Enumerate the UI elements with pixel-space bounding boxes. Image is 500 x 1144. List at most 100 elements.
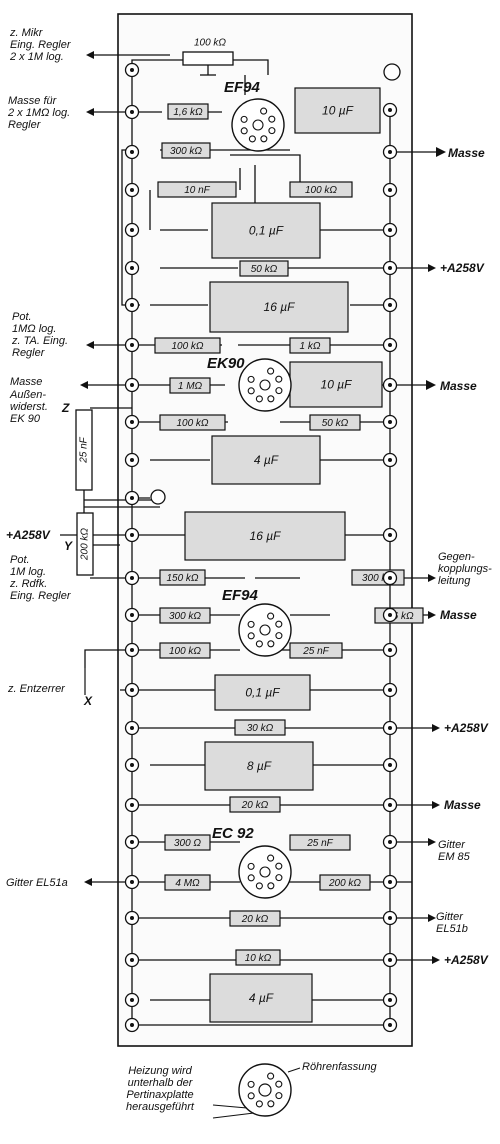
component-r4: 50 kΩ — [239, 260, 289, 277]
component-c4: 16 µF — [209, 281, 349, 333]
label-y: Y — [64, 539, 73, 553]
component-value: 8 µF — [247, 759, 272, 773]
component-r14: 1,6 kΩ — [374, 607, 424, 624]
label-masse4: Masse — [444, 798, 481, 812]
label-pot-rdfk: Pot.1M log.z. Rdfk.Eing. Regler — [9, 554, 72, 602]
component-value: 300 kΩ — [169, 611, 201, 622]
component-c8: 16 µF — [184, 511, 346, 561]
component-value: 100 kΩ — [171, 341, 203, 352]
component-r16: 30 kΩ — [234, 719, 286, 736]
component-c13: 4 µF — [209, 973, 313, 1023]
label-pot-ta: Pot.1MΩ log.z. TA. Eing.Regler — [11, 311, 68, 359]
component-value: 50 kΩ — [322, 418, 349, 429]
component-c3: 0,1 µF — [211, 202, 321, 259]
component-r17: 20 kΩ — [229, 796, 281, 813]
left-vertical-components: 25 nF 200 kΩ — [75, 409, 94, 576]
capacitor-25nf-value: 25 nF — [79, 436, 90, 463]
component-value: 25 nF — [302, 646, 329, 657]
label-x: X — [83, 694, 93, 708]
component-c2: 10 nF — [157, 181, 237, 198]
component-value: 50 kΩ — [251, 264, 278, 275]
tube-sockets-layer — [231, 98, 292, 899]
component-value: 150 kΩ — [166, 573, 198, 584]
component-value: 1,6 kΩ — [384, 611, 414, 622]
component-r15: 100 kΩ — [159, 642, 211, 659]
component-value: 10 nF — [184, 185, 210, 196]
component-r8: 100 kΩ — [159, 414, 226, 431]
component-r18: 300 Ω — [164, 834, 211, 851]
component-r13: 300 kΩ — [159, 607, 211, 624]
component-value: 16 µF — [250, 529, 282, 543]
mounting-hole — [383, 63, 401, 81]
component-r3: 100 kΩ — [289, 181, 353, 198]
label-a258-2: +A258V — [444, 721, 489, 735]
component-r21: 20 kΩ — [229, 910, 281, 927]
component-value: 16 µF — [264, 300, 296, 314]
potentiometer-value: 100 kΩ — [194, 38, 226, 49]
component-value: 1 kΩ — [300, 341, 321, 352]
arrow-heads — [80, 51, 446, 964]
component-r6: 1 kΩ — [289, 337, 331, 354]
resistor-200kohm-value: 200 kΩ — [80, 528, 91, 561]
component-value: 20 kΩ — [241, 914, 269, 925]
terminal-center — [150, 489, 166, 505]
label-a258-3: +A258V — [444, 953, 489, 967]
component-value: 0,1 µF — [245, 686, 280, 700]
component-c6: 4 µF — [211, 435, 321, 485]
component-c11: 8 µF — [204, 741, 314, 791]
component-value: 300 kΩ — [362, 573, 394, 584]
component-r20: 200 kΩ — [319, 874, 371, 891]
component-value: 100 kΩ — [169, 646, 201, 657]
terminals-layer — [124, 62, 401, 1033]
component-value: 300 Ω — [174, 838, 201, 849]
component-value: 20 kΩ — [241, 800, 269, 811]
label-roehren: Röhrenfassung — [302, 1061, 377, 1073]
label-gegen: Gegen-kopplungs-leitung — [438, 551, 492, 587]
component-c1: 10 µF — [294, 87, 381, 134]
component-value: 30 kΩ — [247, 723, 274, 734]
tube-label-ec92: EC 92 — [212, 825, 254, 842]
component-r9: 50 kΩ — [309, 414, 361, 431]
component-r19: 4 MΩ — [164, 874, 211, 891]
component-value: 300 kΩ — [170, 146, 202, 157]
label-masse2: Masse — [440, 379, 477, 393]
label-gitter-el51a: Gitter EL51a — [6, 877, 68, 889]
component-value: 4 µF — [254, 453, 279, 467]
component-value: 4 MΩ — [175, 878, 200, 889]
tube-label-ef94-2: EF94 — [222, 587, 259, 604]
components-layer: 1,6 kΩ 10 µF 300 kΩ 10 nF 100 kΩ 0,1 µF 50 kΩ 1… — [154, 87, 424, 1023]
label-entzerrer: z. Entzerrer — [7, 683, 66, 695]
capacitor-25nf-vertical — [75, 409, 93, 491]
label-z: Z — [61, 401, 70, 415]
component-value: 10 kΩ — [245, 953, 272, 964]
tube-socket-ec92 — [238, 845, 292, 899]
tube-label-ef94-1: EF94 — [224, 79, 261, 96]
label-a258-1: +A258V — [440, 261, 485, 275]
label-aussen: Außen-widerst.EK 90 — [9, 389, 48, 425]
socket-legend — [212, 1063, 301, 1119]
label-masse-left: Masse — [10, 376, 42, 388]
component-value: 10 µF — [322, 104, 354, 118]
label-masse1: Masse — [448, 146, 485, 160]
component-value: 1,6 kΩ — [173, 107, 203, 118]
component-r7: 1 MΩ — [169, 377, 211, 394]
component-value: 200 kΩ — [328, 878, 361, 889]
resistor-200kohm-vertical — [76, 512, 94, 576]
tube-socket-ek90 — [238, 358, 292, 412]
component-value: 25 nF — [306, 838, 333, 849]
tube-socket-ef94-2 — [238, 603, 292, 657]
component-c9: 25 nF — [289, 642, 343, 659]
component-c5: 10 µF — [289, 361, 383, 408]
component-value: 4 µF — [249, 991, 274, 1005]
tube-labels: EF94 EK90 EF94 EC 92 — [207, 79, 261, 842]
component-r11: 150 kΩ — [159, 569, 206, 586]
tube-label-ek90: EK90 — [207, 355, 245, 372]
component-value: 1 MΩ — [178, 381, 203, 392]
